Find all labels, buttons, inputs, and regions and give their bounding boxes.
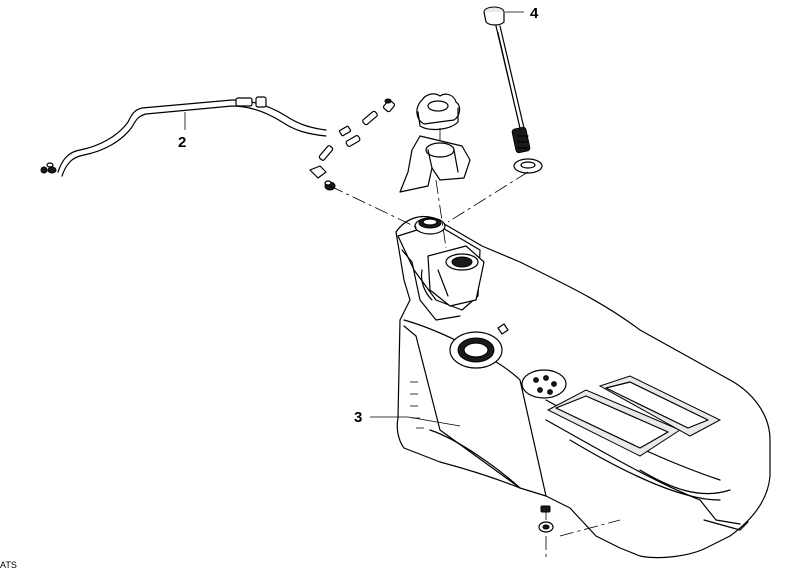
filler-bracket [399,135,471,193]
corner-code: ATS [0,560,17,569]
hose-fittings [309,98,396,191]
vent-hose-assembly [40,96,327,177]
fuel-tank [395,215,771,559]
callout-2: 2 [178,134,186,151]
callout-4: 4 [530,5,539,22]
fuel-sender-assembly [483,6,543,174]
drain-plug [538,505,554,533]
fuel-cap [416,93,461,131]
assembly-lines [329,128,621,560]
leader-lines [184,11,524,427]
callout-3: 3 [354,409,362,426]
